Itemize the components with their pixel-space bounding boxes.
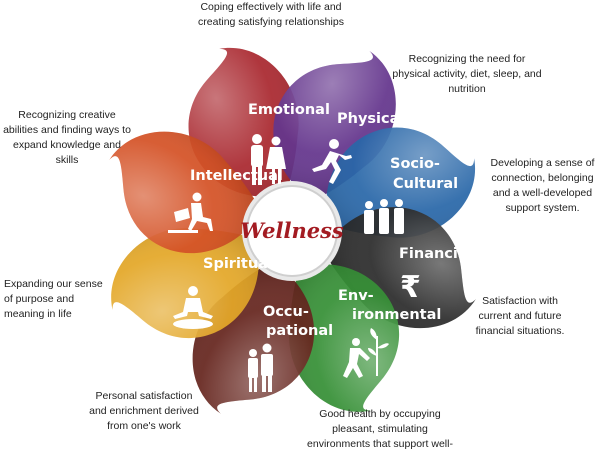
workers-icon xyxy=(248,343,273,392)
emotional-label-line-1: Emotional xyxy=(248,102,330,118)
occupational-label-line-1: Occu- xyxy=(263,304,309,320)
runner-icon xyxy=(312,139,352,184)
planting-icon xyxy=(343,328,389,378)
svg-text:₹: ₹ xyxy=(400,270,421,305)
meditation-icon xyxy=(173,286,213,329)
environmental-label-line-1: Env- xyxy=(338,288,374,304)
group-icon xyxy=(364,199,404,234)
wellness-center-label: Wellness xyxy=(240,218,344,243)
occupational-description: Personal satisfaction and enrichment der… xyxy=(89,390,199,432)
occupational-label-line-2: pational xyxy=(266,323,333,339)
physical-description: Recognizing the need for physical activi… xyxy=(392,53,542,95)
physical-label-line-1: Physical xyxy=(337,111,404,127)
environmental-label-line-2: ironmental xyxy=(352,307,441,323)
spiritual-description: Expanding our sense of purpose and meani… xyxy=(4,278,103,320)
socio-cultural-label-line-1: Socio- xyxy=(390,156,440,172)
socio-cultural-label-line-2: Cultural xyxy=(393,176,458,192)
environmental-description: Good health by occupying pleasant, stimu… xyxy=(307,408,453,450)
wellness-center: Wellness xyxy=(240,181,344,281)
rupee-icon: ₹ xyxy=(400,270,421,305)
spiritual-label-line-1: Spiritual xyxy=(203,256,273,272)
couple-icon xyxy=(251,134,286,185)
intellectual-label-line-1: Intellectual xyxy=(190,168,283,184)
emotional-description: Coping effectively with life and creatin… xyxy=(198,1,344,28)
petal-socio-cultural xyxy=(326,127,476,238)
reader-icon xyxy=(168,192,213,233)
financial-label-line-1: Financial xyxy=(399,246,473,262)
socio-cultural-description: Developing a sense of connection, belong… xyxy=(490,157,595,214)
intellectual-description: Recognizing creative abilities and findi… xyxy=(3,109,131,166)
financial-description: Satisfaction with current and future fin… xyxy=(475,295,565,337)
petal-spiritual xyxy=(111,228,259,339)
petal-environmental xyxy=(289,264,400,412)
petal-intellectual xyxy=(109,131,256,254)
